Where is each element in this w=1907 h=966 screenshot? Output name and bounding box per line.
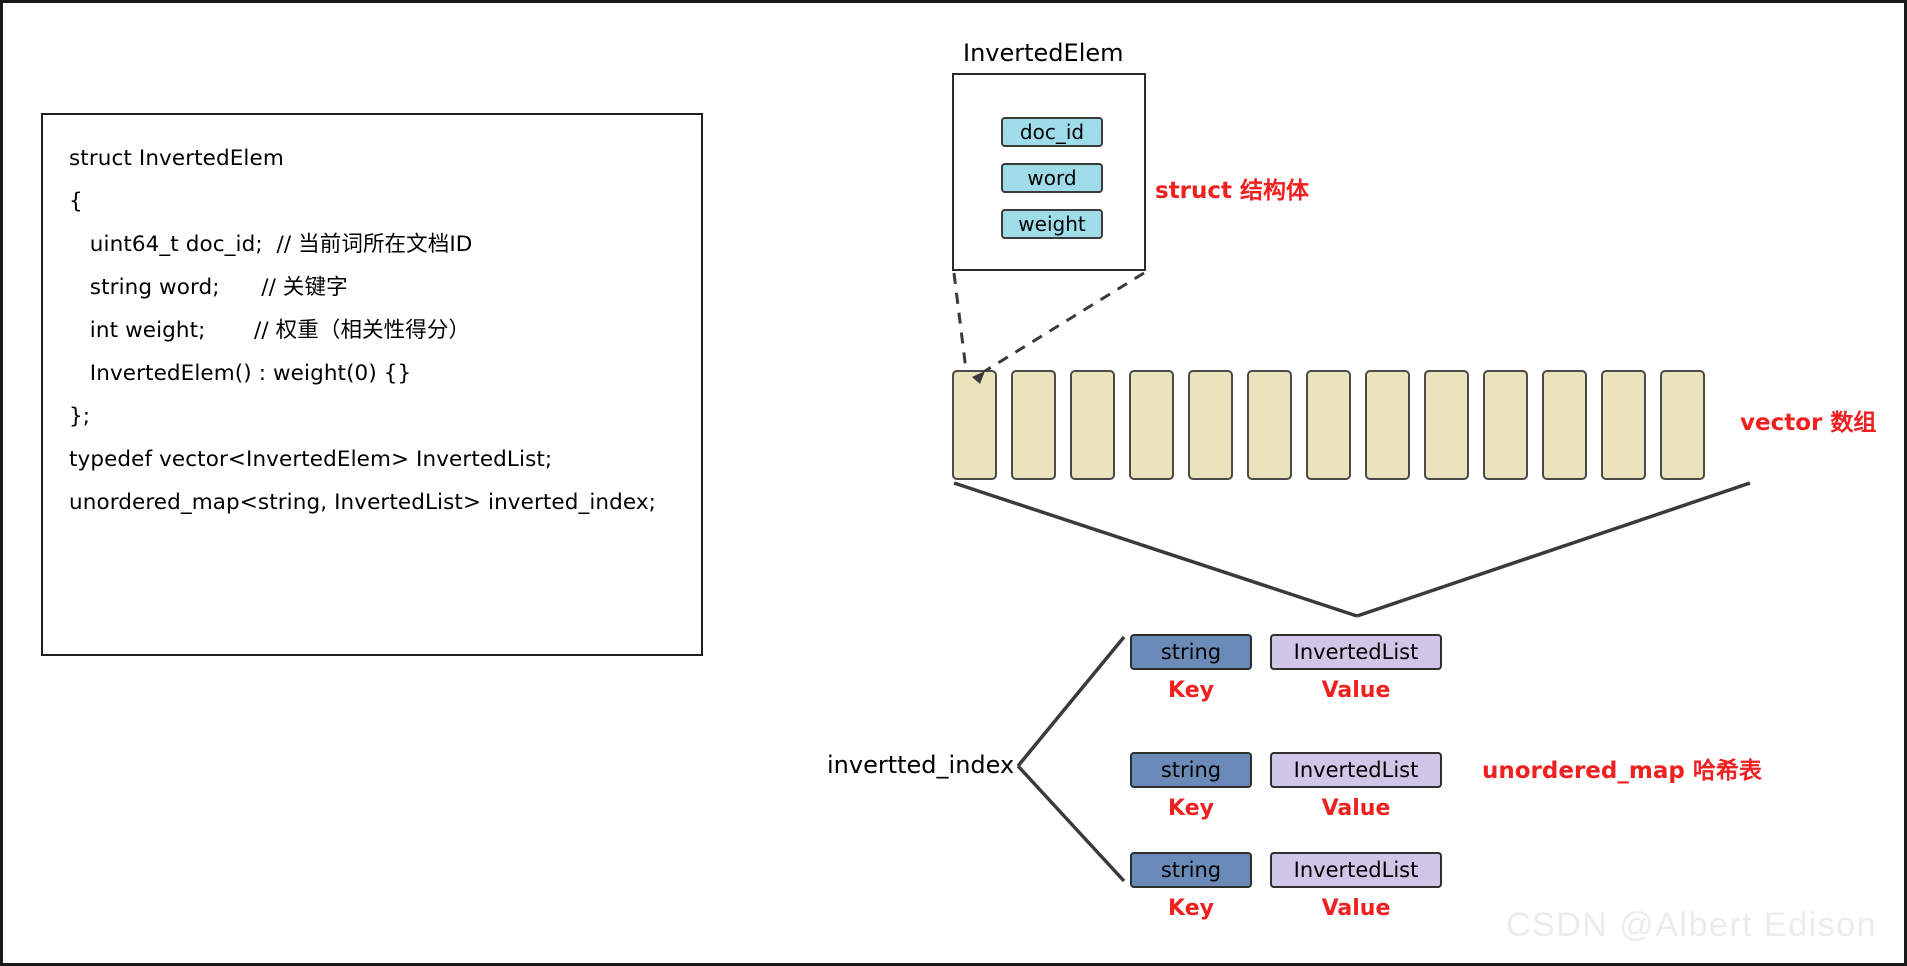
frame-left-border xyxy=(0,3,3,963)
frame-right-border xyxy=(1904,3,1907,963)
hash-key-caption: Key xyxy=(1168,896,1214,921)
vector-cell xyxy=(1542,370,1587,480)
map-variable-label: invertted_index xyxy=(827,751,1015,779)
hash-key-caption: Key xyxy=(1168,796,1214,821)
vector-cell xyxy=(1365,370,1410,480)
hash-entry-row: string InvertedList Key Value xyxy=(1130,634,1460,703)
vector-cell xyxy=(1129,370,1174,480)
vector-cell xyxy=(1660,370,1705,480)
vector-cell xyxy=(1070,370,1115,480)
hash-value-box: InvertedList xyxy=(1270,634,1442,670)
struct-title: InvertedElem xyxy=(963,39,1124,67)
hash-value-caption: Value xyxy=(1321,796,1391,821)
code-line: struct InvertedElem xyxy=(69,146,284,171)
struct-field-word: word xyxy=(1001,163,1103,193)
code-line: string word; // 关键字 xyxy=(69,275,348,300)
vector-cell xyxy=(1011,370,1056,480)
hash-value-caption: Value xyxy=(1321,678,1391,703)
code-line: { xyxy=(69,189,83,214)
vector-cell xyxy=(1188,370,1233,480)
vector-cell xyxy=(1247,370,1292,480)
hash-value-box: InvertedList xyxy=(1270,752,1442,788)
hash-value-box: InvertedList xyxy=(1270,852,1442,888)
struct-field-weight: weight xyxy=(1001,209,1103,239)
hash-value-caption: Value xyxy=(1321,896,1391,921)
hashmap-annotation: unordered_map 哈希表 xyxy=(1482,758,1762,784)
code-line: typedef vector<InvertedElem> InvertedLis… xyxy=(69,447,553,472)
vector-cell xyxy=(1306,370,1351,480)
code-line: unordered_map<string, InvertedList> inve… xyxy=(69,490,657,515)
vector-array-row xyxy=(952,370,1705,480)
vector-annotation: vector 数组 xyxy=(1740,410,1877,436)
code-line: int weight; // 权重（相关性得分） xyxy=(69,318,471,343)
vector-cell xyxy=(952,370,997,480)
code-line: }; xyxy=(69,404,91,429)
vector-cell xyxy=(1601,370,1646,480)
vector-cell xyxy=(1424,370,1469,480)
watermark: CSDN @Albert Edison xyxy=(1505,906,1877,944)
code-line: uint64_t doc_id; // 当前词所在文档ID xyxy=(69,232,473,257)
code-line: InvertedElem() : weight(0) {} xyxy=(69,361,412,386)
struct-field-doc-id: doc_id xyxy=(1001,117,1103,147)
hash-entry-row: string InvertedList Key Value xyxy=(1130,852,1460,921)
hash-key-box: string xyxy=(1130,852,1252,888)
hash-key-box: string xyxy=(1130,634,1252,670)
vector-cell xyxy=(1483,370,1528,480)
hash-key-box: string xyxy=(1130,752,1252,788)
code-panel: struct InvertedElem { uint64_t doc_id; /… xyxy=(41,113,703,656)
hash-entry-row: string InvertedList Key Value xyxy=(1130,752,1460,821)
hash-key-caption: Key xyxy=(1168,678,1214,703)
struct-annotation: struct 结构体 xyxy=(1155,178,1310,204)
